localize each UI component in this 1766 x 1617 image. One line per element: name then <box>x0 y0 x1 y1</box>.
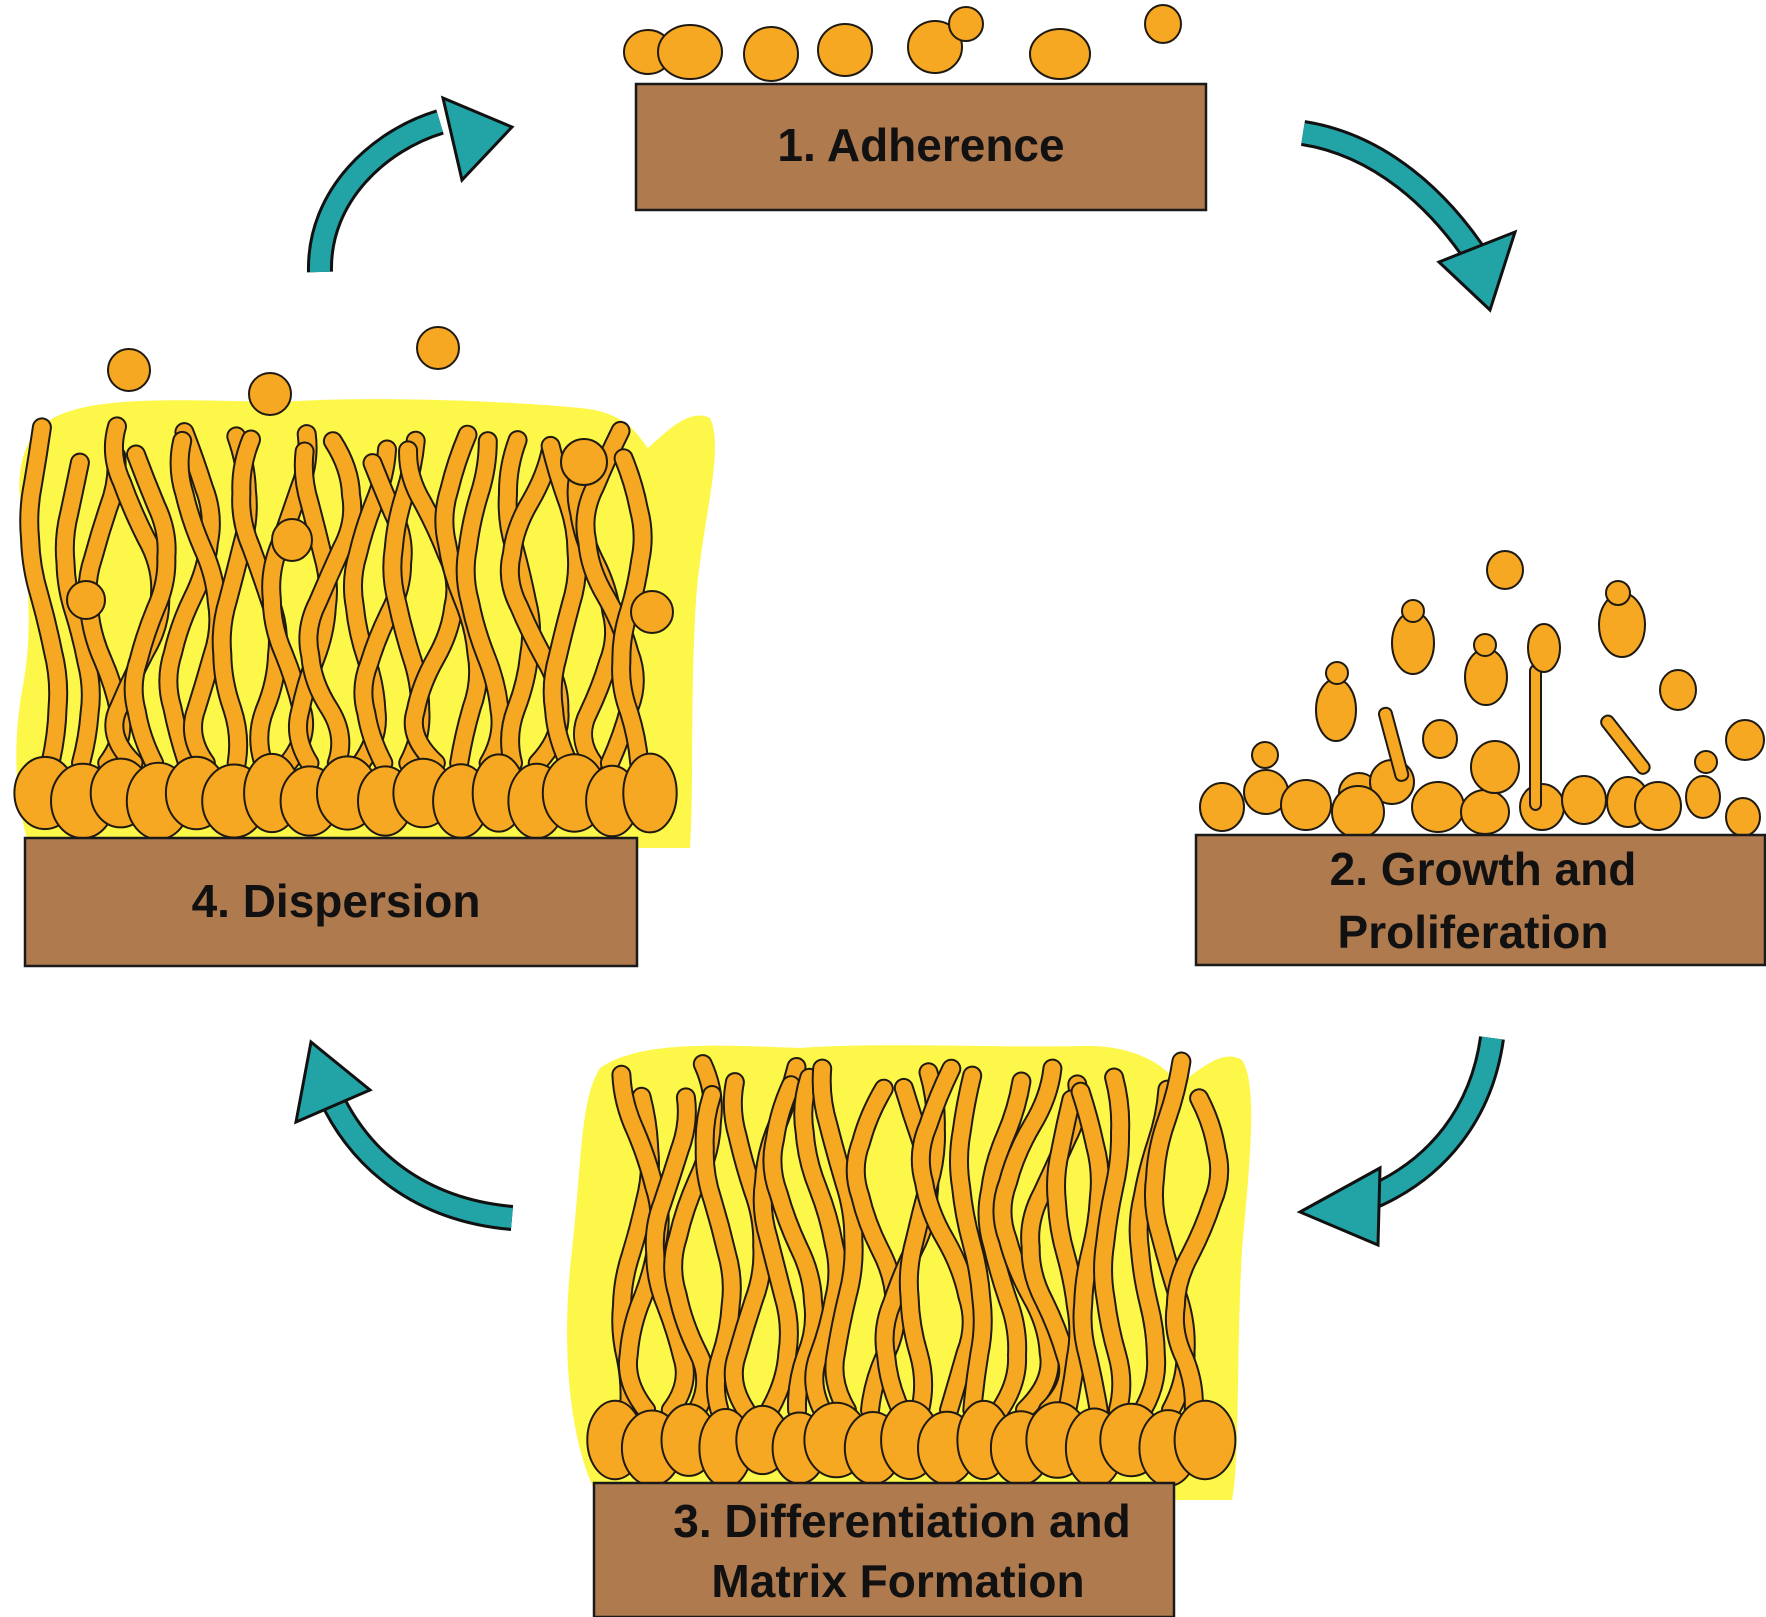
hypha-fill <box>912 1060 980 1418</box>
hypha-fill <box>290 443 336 771</box>
hypha-fill <box>542 437 586 771</box>
stage-differentiation: 3. Differentiation and Matrix Formation <box>567 1045 1252 1617</box>
hypha-fill <box>160 424 219 771</box>
hypha-fill <box>764 1077 823 1418</box>
hypha-fill <box>400 442 464 771</box>
stage-label-dispersion: 4. Dispersion <box>192 875 481 927</box>
cycle-arrow-differentiation-to-dispersion <box>294 1039 514 1231</box>
stage-label-growth-line2: Proliferation <box>1338 906 1609 958</box>
yeast-cell-row-3 <box>586 1399 1237 1489</box>
stage-growth: 2. Growth and Proliferation <box>1194 550 1766 967</box>
stage-dispersion: 4. Dispersion <box>13 326 715 968</box>
hypha-fill <box>171 432 227 771</box>
hypha-fill <box>613 450 651 771</box>
substrate-differentiation <box>592 1481 1176 1617</box>
substrate-growth <box>1194 833 1766 967</box>
hypha-fill <box>795 1069 846 1418</box>
yeast-cell <box>1173 1399 1237 1481</box>
hypha-fill <box>813 1060 862 1418</box>
hypha-fill <box>646 1089 695 1418</box>
dispersed-yeast-cells <box>66 326 674 634</box>
adherent-yeast-cells <box>623 4 1182 82</box>
hyphae-group-4 <box>19 416 653 773</box>
cycle-arrow-adherence-to-growth <box>1300 120 1518 313</box>
hypha-fill <box>951 1067 991 1418</box>
hypha-fill <box>457 433 509 771</box>
hypha-fill <box>21 419 67 771</box>
hypha-fill <box>300 433 361 771</box>
hyphae-group-3 <box>611 1051 1230 1420</box>
hypha-fill <box>344 441 395 771</box>
proliferating-yeast-cells <box>1199 550 1765 839</box>
hypha-fill <box>994 1060 1061 1418</box>
substrate-dispersion <box>23 836 639 968</box>
stage-label-adherence: 1. Adherence <box>777 119 1064 171</box>
hypha-fill <box>696 1087 740 1418</box>
stage-label-differentiation-line2: Matrix Formation <box>711 1555 1084 1607</box>
hypha-fill <box>125 446 175 771</box>
yeast-cell-row-4 <box>13 752 678 841</box>
hypha-fill <box>1048 1091 1087 1418</box>
yeast-cell <box>622 752 678 834</box>
hypha-fill <box>979 1073 1030 1418</box>
stage-adherence: 1. Adherence <box>623 4 1208 212</box>
hypha-fill <box>1095 1069 1130 1418</box>
cycle-arrow-dispersion-to-adherence <box>306 95 515 273</box>
hypha-fill <box>1166 1090 1228 1418</box>
stage-label-differentiation-line1: 3. Differentiation and <box>673 1495 1130 1547</box>
cycle-arrow-growth-to-differentiation <box>1296 1036 1505 1248</box>
hypha-fill <box>1072 1083 1108 1418</box>
substrate-adherence <box>634 82 1208 212</box>
stage-label-growth-line1: 2. Growth and <box>1330 843 1637 895</box>
